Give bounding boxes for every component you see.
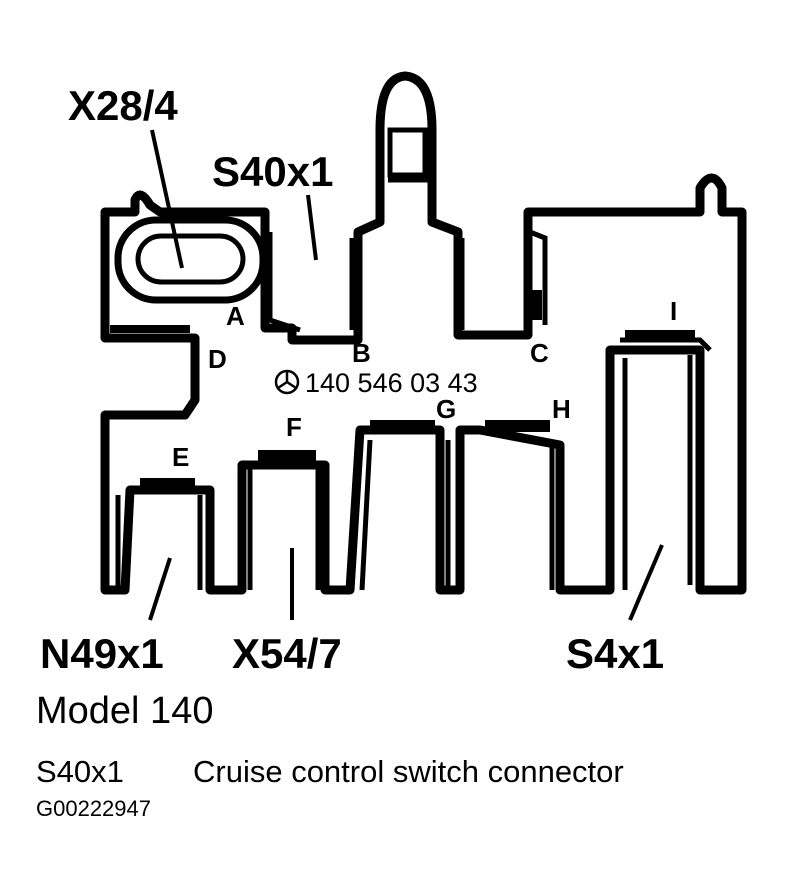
housing-inner-details: [110, 127, 712, 591]
callout-s4x1: S4x1: [566, 630, 664, 677]
component-legend-row: S40x1 Cruise control switch connector: [36, 754, 624, 790]
pin-a: A: [226, 301, 245, 331]
pin-f: F: [286, 412, 302, 442]
pin-h: H: [552, 394, 571, 424]
contact-tabs: [110, 290, 695, 490]
callout-n49x1: N49x1: [40, 630, 164, 677]
part-number-mark: 140 546 03 43: [274, 368, 478, 398]
callout-x28-4: X28/4: [68, 82, 178, 129]
s4x1-leader: [628, 544, 664, 621]
pin-d: D: [208, 344, 227, 374]
model-caption: Model 140: [36, 690, 214, 732]
callout-x54-7: X54/7: [232, 630, 342, 677]
pin-c: C: [530, 338, 549, 368]
star-logo-icon: [274, 369, 300, 395]
s40x1-leader: [306, 194, 318, 261]
leader-lines: [148, 129, 664, 621]
x28-4-leader: [150, 129, 184, 269]
n49x1-leader: [148, 557, 172, 621]
component-description: Cruise control switch connector: [193, 754, 624, 789]
callout-s40x1: S40x1: [212, 148, 333, 195]
connector-housing: [100, 71, 747, 595]
pin-e: E: [172, 442, 189, 472]
component-id: S40x1: [36, 754, 124, 789]
figure-id: G00222947: [36, 796, 151, 821]
part-number: 140 546 03 43: [305, 368, 478, 398]
star-logo-points: [277, 372, 297, 390]
pin-b: B: [352, 338, 371, 368]
connector-diagram: X28/4 S40x1 N49x1 X54/7 S4x1 A B C D E F…: [40, 71, 747, 677]
pin-i: I: [670, 296, 677, 326]
x28-4-oval-plug: [114, 216, 267, 304]
pin-g: G: [436, 394, 456, 424]
